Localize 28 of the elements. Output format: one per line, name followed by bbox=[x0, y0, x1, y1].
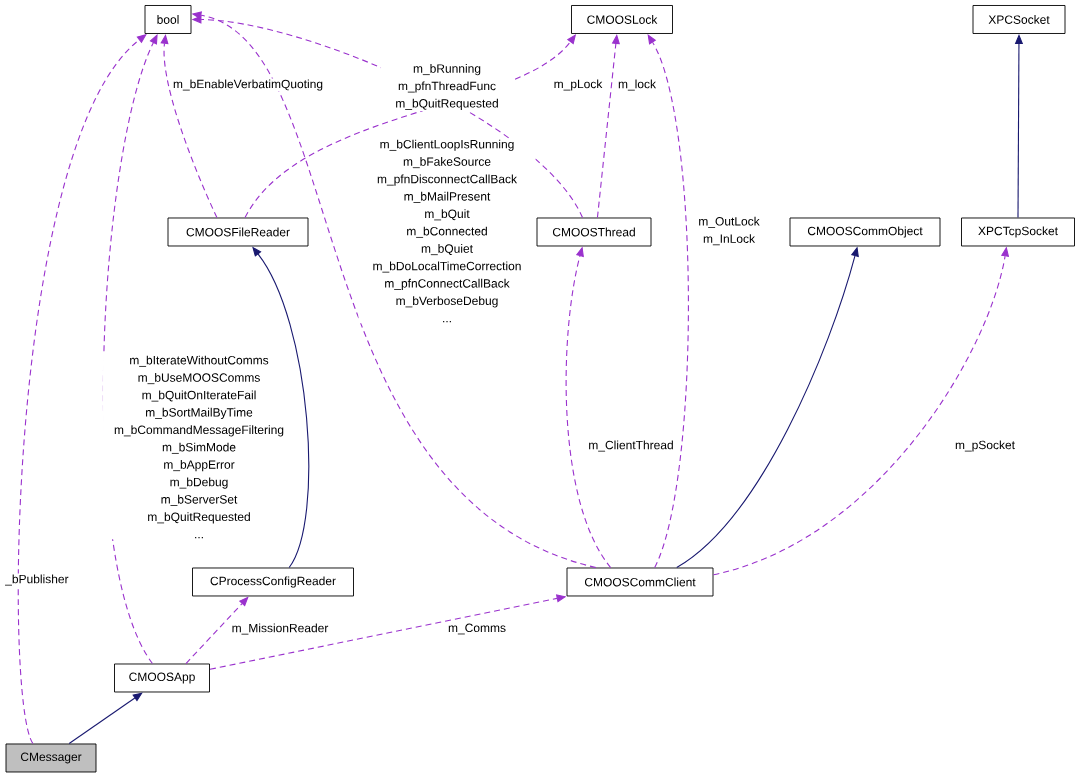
edge-label: m_lock bbox=[617, 78, 657, 92]
edge-label: m_MissionReader bbox=[230, 622, 330, 636]
arrow bbox=[68, 692, 143, 745]
arrow bbox=[160, 34, 218, 219]
arrow bbox=[185, 596, 249, 665]
class-box: CMOOSFileReader bbox=[167, 217, 309, 247]
class-box: CMessager bbox=[5, 743, 97, 773]
edge-label: m_pLock bbox=[552, 78, 604, 92]
arrow bbox=[647, 34, 689, 569]
class-box: CMOOSLock bbox=[571, 5, 673, 34]
arrow bbox=[596, 34, 620, 219]
class-box: CMOOSCommObject bbox=[789, 217, 941, 247]
class-box: CMOOSThread bbox=[536, 217, 652, 247]
edge-label: m_bClientLoopIsRunning m_bFakeSource m_pfnDisconnectCallBack m_bMailPresent m_bQuit m_bConnected m_bQuiet m_bDoLocalTimeCorrection m_pfnConnectCallBack m_bVerboseDebug ... bbox=[358, 138, 536, 324]
class-box: CMOOSApp bbox=[114, 663, 210, 693]
edge-label: m_OutLock m_InLock bbox=[693, 215, 765, 247]
class-box: CProcessConfigReader bbox=[192, 567, 354, 597]
edge-label: m_pSocket bbox=[954, 439, 1016, 453]
edge-label: m_bEnableVerbatimQuoting bbox=[171, 78, 325, 92]
edge-label: m_ClientThread bbox=[587, 439, 675, 453]
edge-label: _bPublisher bbox=[4, 573, 70, 587]
edge-label: m_bRunning m_pfnThreadFunc m_bQuitRequested bbox=[381, 63, 513, 111]
class-box: XPCTcpSocket bbox=[961, 217, 1075, 247]
class-box: XPCSocket bbox=[972, 5, 1066, 34]
edge-label: m_Comms bbox=[447, 622, 507, 636]
class-box: bool bbox=[144, 5, 192, 34]
class-box: CMOOSCommClient bbox=[566, 567, 714, 597]
edge-label: m_bIterateWithoutComms m_bUseMOOSComms m_bQuitOnIterateFail m_bSortMailByTime m_bCommandMessageFiltering m_bSimMode m_bAppError m_bDebug m_bServerSet m_bQuitRequested ... bbox=[103, 354, 295, 540]
